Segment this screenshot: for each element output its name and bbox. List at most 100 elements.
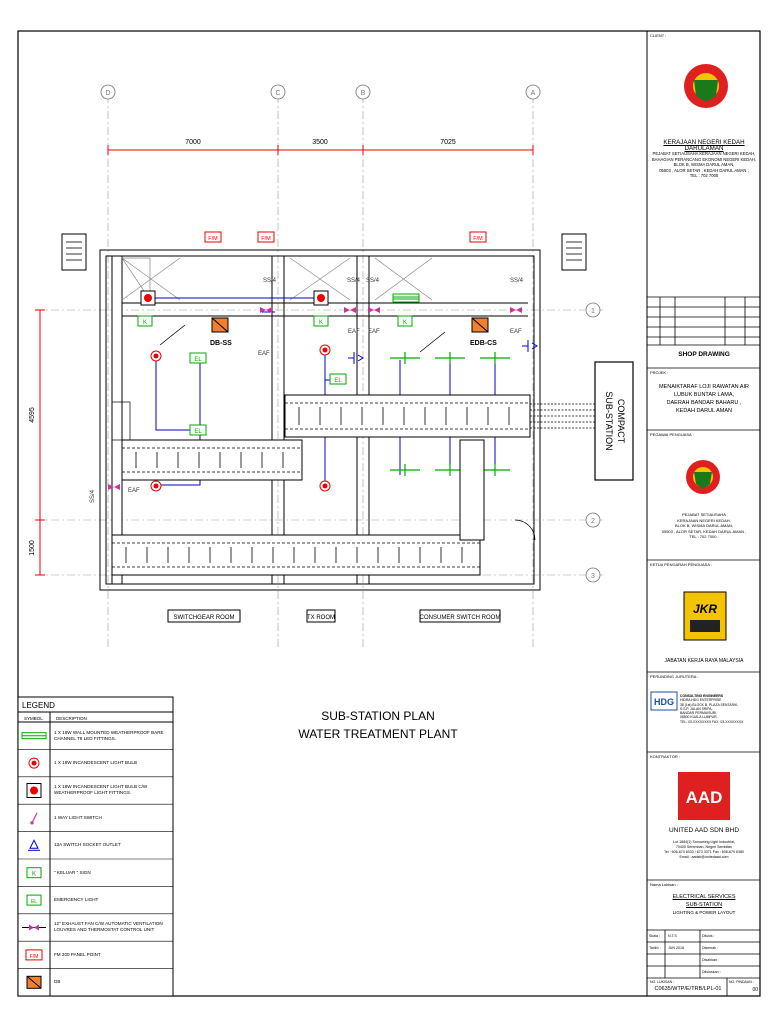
project-line: KEDAH DARUL AMAN xyxy=(675,408,733,414)
legend-item-desc: EMERGENCY LIGHT xyxy=(54,897,99,903)
dim-3500: 3500 xyxy=(312,139,328,146)
meta-cell: N.T.S xyxy=(668,934,677,938)
consultant-line: HIDRA HDG ENTERPRISE xyxy=(680,698,722,703)
eaf-5: EAF xyxy=(128,488,140,494)
legend-col-symbol: SYMBOL xyxy=(24,716,43,721)
jkr-logo: JKR xyxy=(683,591,727,641)
meta-cell: Skala : xyxy=(649,934,660,938)
project-name: MENAIKTARAF LOJI RAWATAN AIR LUBUK BUNTA… xyxy=(648,383,760,415)
consultant-line: CONSULTING ENGINEERS xyxy=(680,694,724,698)
project-line: MENAIKTARAF LOJI RAWATAN AIR xyxy=(658,384,750,390)
grid-label-b: B xyxy=(361,90,366,97)
jkr-label: KETUA PENGARAH PENGUASA : xyxy=(650,562,713,567)
consultant-line: TEL: 03-XXXXXXXX FAX: 03-XXXXXXXX xyxy=(680,719,744,724)
k-sign-3: K xyxy=(403,320,407,326)
consultant-line: BANDAR PERMAISURI, xyxy=(680,711,718,716)
client-name: KERAJAAN NEGERI KEDAH DARULAMAN xyxy=(663,139,745,152)
fm-panels: F/M F/M F/M xyxy=(204,231,487,243)
bulb-weatherproof-icon xyxy=(26,783,42,798)
client-addr-line: BAHAGIAN PERANCANG EKONOMI NEGERI KEDAH, xyxy=(651,156,757,162)
hdg-logo-text: HDG xyxy=(654,697,674,707)
eaf-4: EAF xyxy=(510,329,522,335)
ss4-2: SS/4 xyxy=(347,278,361,284)
client-addr-line: BLOK B, WISMA DARUL AMAN, xyxy=(673,162,735,167)
legend-item-desc: FM 200 PANEL POINT xyxy=(54,951,101,957)
switch-icon xyxy=(30,812,38,825)
plan-subtitle: WATER TREATMENT PLANT xyxy=(298,727,458,741)
db-ss-label: DB-SS xyxy=(210,340,232,347)
svg-text:EL: EL xyxy=(31,899,37,905)
keluar-signs: K K K xyxy=(137,315,413,327)
owner-addr-line: 05503 , ALOR SETAR, KEDAH DARUL AMAN , xyxy=(661,528,747,534)
kedah-crest-logo xyxy=(684,64,728,108)
contractor-address: Lot 1884(1) Sonowong Light Industrial, 7… xyxy=(648,840,760,860)
legend-title: LEGEND xyxy=(22,701,55,710)
stage-label: SHOP DRAWING xyxy=(678,351,730,358)
room-consumer: CONSUMER SWITCH ROOM xyxy=(420,615,501,621)
meta-cell: Disahkan : xyxy=(702,958,719,962)
exhaust-fan-icon xyxy=(22,924,46,931)
grid-label-a: A xyxy=(531,90,536,97)
revision-label: NO. PINDAAN : xyxy=(729,980,754,984)
cable-trenches xyxy=(111,394,531,576)
dim-1500: 1500 xyxy=(29,540,36,556)
contractor-label: KONTRAKTOR : xyxy=(650,754,680,759)
legend-item-desc: DB xyxy=(54,979,61,985)
owner-addr-line: TEL : 702 7000 . xyxy=(689,534,719,539)
compact-label: COMPACT xyxy=(616,399,626,444)
kedah-crest-logo-small xyxy=(686,460,720,494)
db-panels: DB-SS EDB-CS xyxy=(210,317,497,347)
aad-logo: AAD xyxy=(678,772,730,820)
dim-4595: 4595 xyxy=(29,407,36,423)
legend-item-desc: " KELUAR " SIGN xyxy=(54,869,91,875)
drawing-title-label: Nama Lukisan : xyxy=(650,882,678,887)
title-block xyxy=(647,296,760,996)
consultant-line: K.S.P. JALAN SRIPA, xyxy=(680,706,713,711)
legend-table: LEGEND SYMBOL DESCRIPTION 1 X 18W WALL M… xyxy=(17,696,174,997)
drawing-title: ELECTRICAL SERVICES SUB-STATION LIGHTING… xyxy=(648,893,760,917)
contractor-addr-line: Tel : 606-674 6033 / 673 3371 Fax : 606-… xyxy=(664,850,744,854)
hdg-logo: HDG xyxy=(650,691,678,711)
legend-item-desc: 13A SWITCH SOCKET OUTLET xyxy=(54,842,121,848)
meta-cell: Dilukis : xyxy=(702,934,715,938)
revision-number: 00 xyxy=(752,987,758,993)
owner-addr-line: BLOK B, WISMA DARUL AMAN, xyxy=(674,523,734,528)
room-labels: SWITCHGEAR ROOM TX ROOM CONSUMER SWITCH … xyxy=(167,609,501,623)
contractor-name: UNITED AAD SDN BHD xyxy=(668,827,740,834)
grid-label-c: C xyxy=(275,90,280,97)
contractor-addr-line: 70400 Seremban, Negeri Sembilan xyxy=(675,845,733,849)
grid-label-3: 3 xyxy=(591,573,595,580)
aad-logo-text: AAD xyxy=(686,788,723,807)
fm-label-3: F/M xyxy=(473,236,483,242)
consultant-label: PERUNDING JURUTERA : xyxy=(650,674,699,679)
legend-item-desc: 1 WAY LIGHT SWITCH xyxy=(54,814,102,820)
legend-item-desc: 12" EXHAUST FAN C/W AUTOMATIC VENTILATIO… xyxy=(54,921,163,933)
floor-plan: D C B A 1 2 3 7000 3500 7025 4595 1500 xyxy=(29,84,634,741)
project-line: LUBUK BUNTAR LAMA, xyxy=(673,392,735,398)
legend-item-desc: 1 X 18W INCANDESCENT LIGHT BULB C/W WEAT… xyxy=(54,784,148,796)
eaf-2: EAF xyxy=(348,329,360,335)
svg-text:F/M: F/M xyxy=(30,954,39,960)
fm-label-1: F/M xyxy=(208,236,218,242)
keluar-sign-icon: K xyxy=(26,867,42,879)
room-switchgear: SWITCHGEAR ROOM xyxy=(174,615,235,621)
fluorescent-top xyxy=(392,293,420,303)
fm-panel-icon: F/M xyxy=(25,949,43,961)
ss4-3: SS/4 xyxy=(366,278,380,284)
incandescent-bulbs xyxy=(150,344,331,492)
grid-label-1: 1 xyxy=(591,308,595,315)
drawing-title-line: SUB-STATION xyxy=(685,902,723,908)
weatherproof-lights xyxy=(140,290,329,306)
el-1: EL xyxy=(194,357,202,363)
project-label: PROJEK : xyxy=(650,370,669,375)
substation-label: SUB-STATION xyxy=(604,391,614,450)
dim-7025: 7025 xyxy=(440,139,456,146)
meta-cell: Tarikh : xyxy=(649,946,661,950)
k-sign-2: K xyxy=(319,320,323,326)
db-icon xyxy=(26,975,42,989)
svg-text:K: K xyxy=(32,872,36,878)
compact-substation: COMPACT SUB-STATION xyxy=(594,361,634,481)
room-tx: TX ROOM xyxy=(307,615,335,621)
sheet-border xyxy=(17,30,761,997)
